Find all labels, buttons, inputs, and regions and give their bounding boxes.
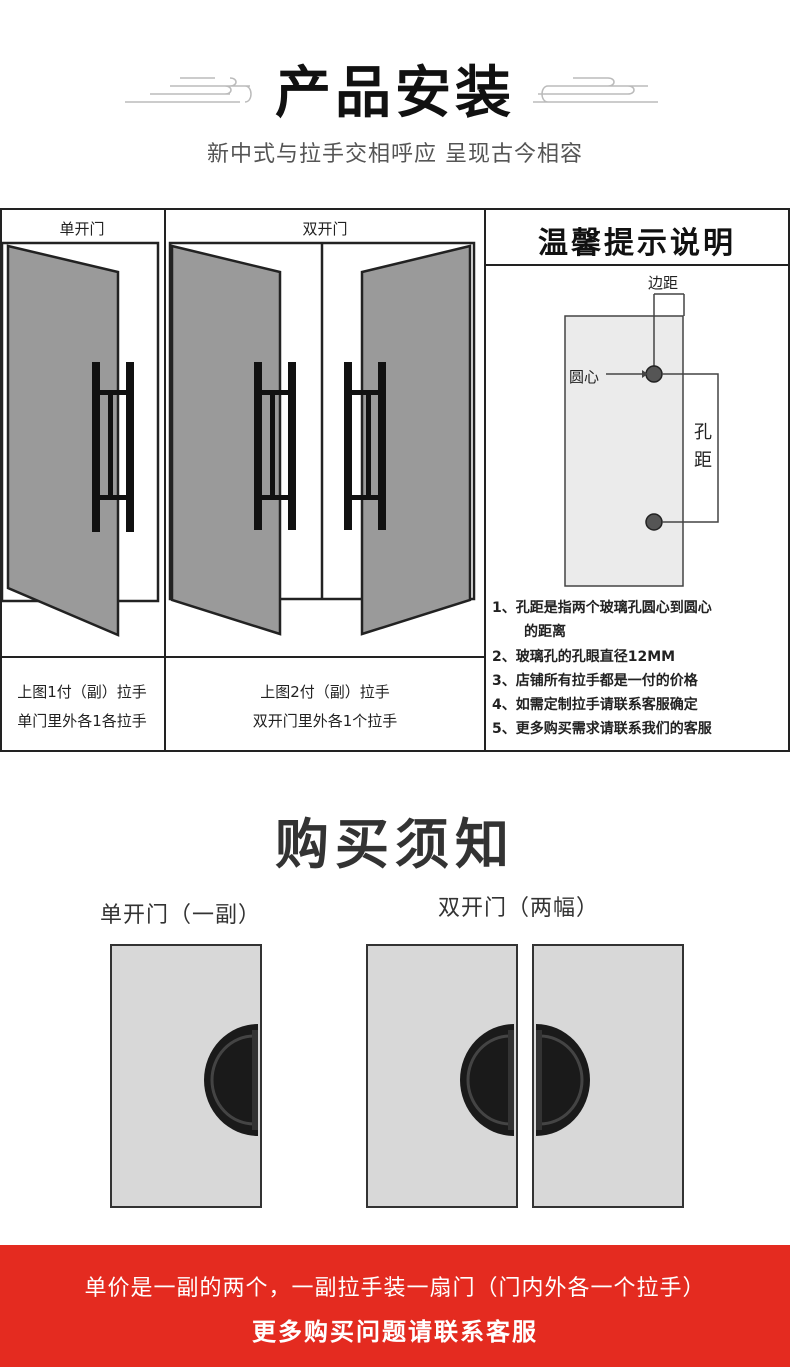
half-moon-handle-icon <box>204 1024 258 1136</box>
tips-notes: 1、孔距是指两个玻璃孔圆心到圆心 的距离 2、玻璃孔的孔眼直径12MM 3、店铺… <box>492 596 786 742</box>
single-door-illustration <box>0 241 160 637</box>
footer-banner <box>0 1245 790 1367</box>
double-door-column <box>166 208 486 752</box>
hole-label-1: 孔 <box>694 422 712 443</box>
hole-spacing-diagram <box>564 293 719 587</box>
half-moon-handle-icon <box>460 1024 514 1136</box>
double-caption-1: 上图2付（副）拉手 <box>260 683 390 701</box>
half-moon-handle-icon <box>536 1024 590 1136</box>
single-door-label: 单开门 <box>59 220 105 238</box>
note-3: 3、店铺所有拉手都是一付的价格 <box>492 672 698 689</box>
purchase-title: 购买须知 <box>275 813 515 876</box>
cloud-ornament-right <box>533 77 658 103</box>
hole-label-2: 距 <box>694 450 712 471</box>
single-caption-1: 上图1付（副）拉手 <box>17 683 147 701</box>
page-subtitle: 新中式与拉手交相呼应 呈现古今相容 <box>207 142 583 167</box>
double-door-illustration <box>168 241 476 636</box>
double-caption-2: 双开门里外各1个拉手 <box>252 712 398 730</box>
note-5: 5、更多购买需求请联系我们的客服 <box>492 721 712 738</box>
center-label: 圆心 <box>569 368 600 386</box>
footer-line-1: 单价是一副的两个，一副拉手装一扇门（门内外各一个拉手） <box>84 1276 706 1301</box>
page-title: 产品安装 <box>275 60 515 126</box>
cloud-ornament-left <box>125 77 252 103</box>
single-caption-2: 单门里外各1各拉手 <box>17 712 147 730</box>
tips-title: 温馨提示说明 <box>538 226 736 261</box>
edge-label: 边距 <box>648 274 679 292</box>
double-purchase-label: 双开门（两幅） <box>438 896 600 921</box>
note-1: 1、孔距是指两个玻璃孔圆心到圆心 <box>492 600 712 616</box>
double-divider <box>166 656 484 658</box>
single-divider <box>0 656 164 658</box>
double-door-label: 双开门 <box>302 220 348 238</box>
note-2: 2、玻璃孔的孔眼直径12MM <box>492 648 676 665</box>
footer-line-2: 更多购买问题请联系客服 <box>252 1318 538 1346</box>
single-purchase-label: 单开门（一副） <box>100 903 262 928</box>
note-1-cont: 的距离 <box>524 624 566 641</box>
note-4: 4、如需定制拉手请联系客服确定 <box>492 697 698 714</box>
single-door-column <box>0 208 166 752</box>
tips-title-divider <box>486 264 788 266</box>
